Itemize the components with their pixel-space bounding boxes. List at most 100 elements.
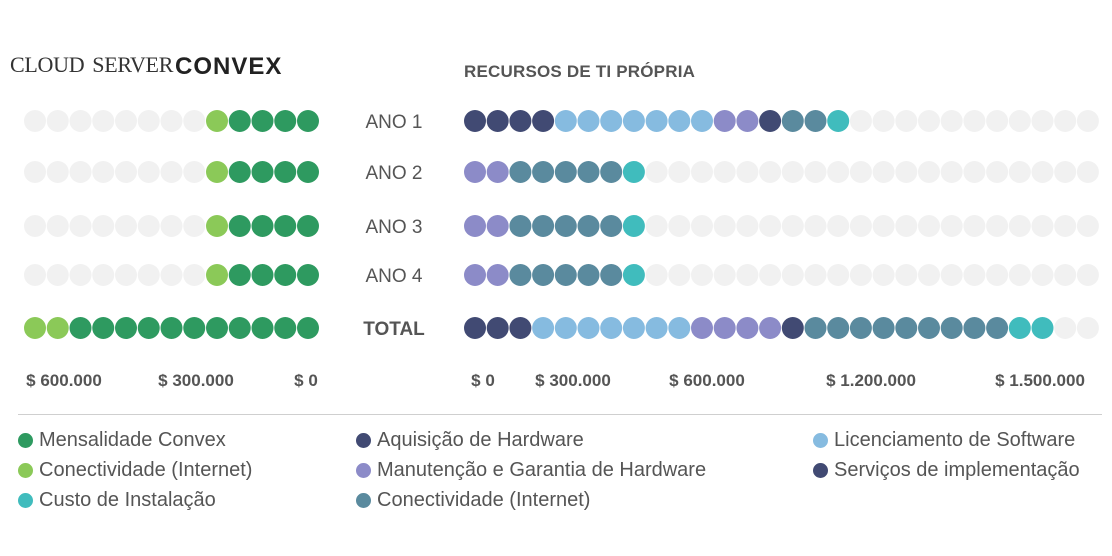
empty-dot (781, 161, 804, 183)
empty-dot (1054, 110, 1077, 132)
legend-swatch-icon (813, 433, 828, 448)
legend-item: Aquisição de Hardware (356, 429, 584, 452)
empty-dot (24, 110, 46, 132)
empty-dot (1054, 161, 1077, 183)
dot-mark-mensalidade (297, 215, 319, 237)
legend-swatch-icon (18, 433, 33, 448)
empty-dot (849, 215, 872, 237)
empty-dot (1008, 161, 1031, 183)
empty-dot (940, 161, 963, 183)
empty-dot (1054, 317, 1077, 339)
dot-mark-manutencao (759, 317, 782, 339)
empty-dot (918, 264, 940, 286)
empty-dot (668, 215, 691, 237)
dot-mark-conectividade_ti (804, 110, 827, 132)
empty-dot (160, 215, 183, 237)
dot-mark-conectividade_convex (24, 317, 46, 339)
legend-swatch-icon (18, 463, 33, 478)
empty-dot (713, 264, 736, 286)
dot-mark-mensalidade (160, 317, 183, 339)
empty-dot (759, 215, 782, 237)
dot-mark-mensalidade (206, 317, 228, 339)
dot-mark-conectividade_ti (554, 264, 577, 286)
dot-mark-manutencao (464, 264, 486, 286)
empty-dot (872, 110, 895, 132)
dot-mark-licenciamento (645, 110, 668, 132)
legend: Mensalidade Convex Conectividade (Intern… (18, 429, 1108, 519)
empty-dot (92, 264, 115, 286)
dot-mark-instalacao (622, 264, 645, 286)
empty-dot (1008, 110, 1031, 132)
empty-dot (1031, 264, 1054, 286)
empty-dot (160, 264, 183, 286)
cloud-server-convex-logo: CLOUD SERVER CONVEX (10, 50, 307, 80)
empty-dot (183, 110, 206, 132)
empty-dot (986, 110, 1009, 132)
empty-dot (668, 161, 691, 183)
dot-mark-mensalidade (251, 264, 274, 286)
right-axis-tick-label: $ 0 (471, 371, 495, 390)
empty-dot (691, 161, 713, 183)
dot-mark-conectividade_ti (554, 161, 577, 183)
empty-dot (849, 110, 872, 132)
legend-label: Aquisição de Hardware (377, 429, 584, 451)
right-axis-tick-label: $ 1.200.000 (826, 371, 916, 390)
empty-dot (69, 110, 92, 132)
dot-mark-mensalidade (251, 110, 274, 132)
dot-mark-mensalidade (228, 317, 251, 339)
legend-label: Conectividade (Internet) (377, 489, 591, 511)
dot-mark-conectividade_ti (509, 264, 532, 286)
legend-label: Licenciamento de Software (834, 429, 1076, 451)
empty-dot (645, 161, 668, 183)
legend-item: Mensalidade Convex (18, 429, 226, 452)
dot-mark-conectividade_convex (46, 317, 69, 339)
dot-mark-manutencao (464, 215, 486, 237)
empty-dot (986, 215, 1009, 237)
empty-dot (736, 161, 759, 183)
dot-mark-aquisicao (486, 317, 509, 339)
empty-dot (872, 215, 895, 237)
dot-mark-conectividade_convex (206, 215, 228, 237)
convex-wordmark: CONVEX (175, 53, 281, 77)
empty-dot (137, 110, 160, 132)
empty-dot (849, 264, 872, 286)
empty-dot (115, 110, 137, 132)
dot-mark-mensalidade (297, 317, 319, 339)
dot-mark-servicos (781, 317, 804, 339)
dot-mark-mensalidade (297, 161, 319, 183)
legend-swatch-icon (356, 433, 371, 448)
dot-mark-licenciamento (645, 317, 668, 339)
dot-mark-licenciamento (532, 317, 555, 339)
empty-dot (963, 264, 986, 286)
dot-mark-conectividade_ti (509, 215, 532, 237)
dot-mark-mensalidade (228, 264, 251, 286)
empty-dot (69, 264, 92, 286)
dot-mark-mensalidade (228, 215, 251, 237)
empty-dot (736, 215, 759, 237)
dot-mark-aquisicao (486, 110, 509, 132)
empty-dot (736, 264, 759, 286)
dot-mark-manutencao (736, 110, 759, 132)
dot-mark-manutencao (486, 161, 509, 183)
dot-mark-licenciamento (668, 110, 691, 132)
legend-item: Licenciamento de Software (813, 429, 1075, 452)
empty-dot (46, 161, 69, 183)
empty-dot (986, 264, 1009, 286)
right-chart-title: RECURSOS DE TI PRÓPRIA (464, 62, 696, 81)
empty-dot (895, 161, 918, 183)
category-label: ANO 2 (365, 163, 422, 184)
dot-mark-manutencao (713, 110, 736, 132)
empty-dot (115, 264, 137, 286)
legend-label: Manutenção e Garantia de Hardware (377, 459, 707, 481)
dot-mark-instalacao (1031, 317, 1054, 339)
empty-dot (1076, 215, 1099, 237)
empty-dot (940, 215, 963, 237)
empty-dot (1031, 215, 1054, 237)
legend-item: Custo de Instalação (18, 489, 216, 512)
empty-dot (849, 161, 872, 183)
dot-mark-conectividade_ti (600, 161, 623, 183)
dot-mark-instalacao (622, 215, 645, 237)
empty-dot (46, 110, 69, 132)
dot-mark-mensalidade (228, 110, 251, 132)
